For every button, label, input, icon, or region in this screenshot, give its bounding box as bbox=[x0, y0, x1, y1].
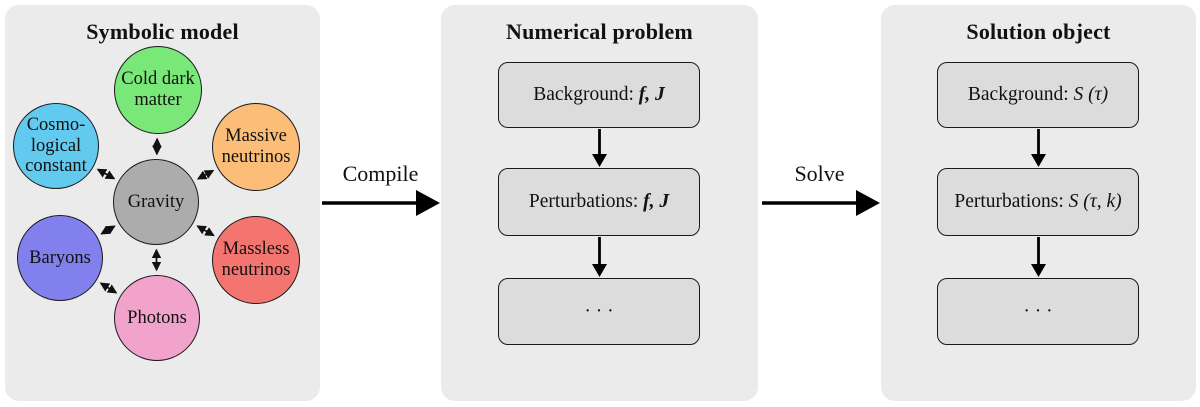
box-math: f, J bbox=[643, 191, 670, 212]
box-solution-background: Background: S (τ) bbox=[937, 62, 1139, 128]
interaction-arrow-baryons-photons bbox=[99, 282, 118, 294]
box-label: Background: bbox=[533, 84, 639, 105]
circle-baryons: Baryons bbox=[17, 215, 103, 301]
interaction-arrow-gravity-massless-neutrinos bbox=[196, 225, 215, 237]
symbolic-model-title: Symbolic model bbox=[86, 19, 239, 44]
box-label: Perturbations: bbox=[954, 191, 1069, 212]
box-numerical-ellipsis: · · · bbox=[498, 278, 700, 345]
box-solution-ellipsis: · · · bbox=[937, 278, 1139, 345]
down-arrow-head bbox=[592, 264, 607, 277]
circle-cold-dark-matter: Cold dark matter bbox=[114, 46, 202, 134]
box-label: · · · bbox=[1023, 300, 1053, 322]
panel-solution-object: Solution object Background: S (τ) Perturb… bbox=[881, 5, 1196, 401]
interaction-arrow-gravity-massive-neutrinos bbox=[196, 169, 215, 180]
circle-gravity: Gravity bbox=[113, 159, 199, 245]
down-arrow-head bbox=[1031, 264, 1046, 277]
box-label: Background: bbox=[967, 84, 1074, 105]
box-label: Perturbations: bbox=[528, 191, 644, 212]
down-arrow-head bbox=[592, 154, 607, 167]
circle-label: Baryons bbox=[29, 247, 91, 268]
circle-label: Cold dark matter bbox=[121, 69, 195, 110]
numerical-problem-title: Numerical problem bbox=[506, 19, 693, 44]
box-math: S (τ, k) bbox=[1068, 191, 1122, 212]
circle-label: Cosmo- logical constant bbox=[25, 114, 87, 177]
box-math: S (τ) bbox=[1073, 84, 1109, 105]
box-math: f, J bbox=[638, 84, 665, 105]
interaction-arrow-gravity-cosmological-constant bbox=[96, 168, 116, 180]
box-numerical-background: Background: f, J bbox=[498, 62, 700, 128]
down-arrow-head bbox=[1031, 154, 1046, 167]
circle-cosmological-constant: Cosmo- logical constant bbox=[13, 103, 99, 189]
interaction-arrow-gravity-baryons bbox=[100, 225, 116, 235]
circle-label: Massless neutrinos bbox=[221, 239, 291, 280]
circle-label: Gravity bbox=[127, 191, 185, 212]
compile-label: Compile bbox=[342, 161, 419, 186]
box-label: · · · bbox=[584, 300, 614, 322]
solve-label: Solve bbox=[794, 161, 845, 186]
circle-massless-neutrinos: Massless neutrinos bbox=[212, 216, 300, 304]
circle-massive-neutrinos: Massive neutrinos bbox=[212, 103, 300, 191]
circle-label: Photons bbox=[127, 307, 187, 328]
circle-label: Massive neutrinos bbox=[221, 126, 291, 167]
box-numerical-perturbations: Perturbations: f, J bbox=[498, 168, 700, 236]
solution-object-title: Solution object bbox=[966, 19, 1111, 44]
circle-photons: Photons bbox=[114, 275, 200, 361]
box-solution-perturbations: Perturbations: S (τ, k) bbox=[937, 168, 1139, 236]
